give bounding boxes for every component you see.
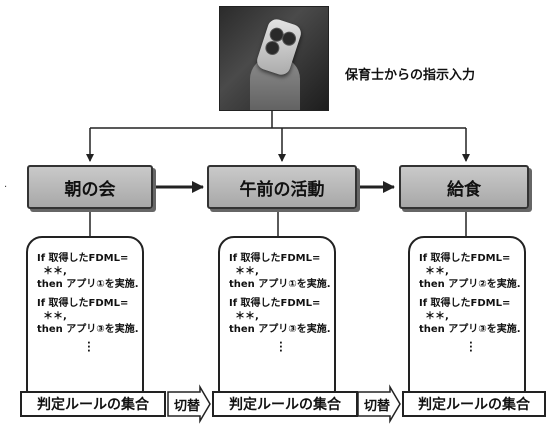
rule-then-line: then アプリ①を実施. <box>37 279 139 290</box>
more-rules-dots: ··· <box>279 338 283 357</box>
rule-set-text: 判定ルールの集合 <box>418 397 530 413</box>
switch-text: 切替 <box>173 398 200 414</box>
rule-value-line: ＊＊, <box>425 311 449 322</box>
switch-arrow-1 <box>167 384 211 424</box>
rule-then-line: then アプリ②を実施. <box>419 279 521 290</box>
remote-button-icon <box>263 39 282 57</box>
rule-box-activity: If 取得したFDML= ＊＊, then アプリ①を実施. If 取得したFD… <box>218 236 336 406</box>
rule-box-morning: If 取得したFDML= ＊＊, then アプリ①を実施. If 取得したFD… <box>26 236 144 406</box>
rule-item: If 取得したFDML= ＊＊, then アプリ③を実施. <box>229 297 334 336</box>
rule-then-line: then アプリ③を実施. <box>419 324 521 335</box>
rule-set-text: 判定ルールの集合 <box>229 397 341 413</box>
rule-if-line: If 取得したFDML= <box>229 253 321 264</box>
rule-then-line: then アプリ③を実施. <box>229 324 331 335</box>
rule-if-line: If 取得したFDML= <box>37 253 129 264</box>
stage-title: 午前の活動 <box>239 179 325 200</box>
switch-arrow-2 <box>357 384 401 424</box>
rule-value-line: ＊＊, <box>235 266 259 277</box>
more-rules-dots: ··· <box>87 338 91 357</box>
rule-item: If 取得したFDML= ＊＊, then アプリ②を実施. <box>419 252 524 291</box>
rule-value-line: ＊＊, <box>425 266 449 277</box>
switch-text: 切替 <box>363 398 390 414</box>
rule-if-line: If 取得したFDML= <box>229 298 321 309</box>
rule-item: If 取得したFDML= ＊＊, then アプリ③を実施. <box>37 297 142 336</box>
more-rules-dots: ··· <box>469 338 473 357</box>
rule-item: If 取得したFDML= ＊＊, then アプリ①を実施. <box>229 252 334 291</box>
rule-if-line: If 取得したFDML= <box>419 253 511 264</box>
stage-box-morning: 朝の会 <box>27 165 153 209</box>
rule-value-line: ＊＊, <box>43 311 67 322</box>
stage-box-activity: 午前の活動 <box>207 165 357 209</box>
instruction-input-label: 保育士からの指示入力 <box>345 68 476 83</box>
rule-set-text: 判定ルールの集合 <box>37 397 149 413</box>
edge-mark: · <box>4 182 8 193</box>
switch-label-1: 切替 <box>170 390 204 418</box>
stage-title: 朝の会 <box>64 179 116 200</box>
stage-box-lunch: 給食 <box>399 165 529 209</box>
rule-then-line: then アプリ③を実施. <box>37 324 139 335</box>
rule-set-label-activity: 判定ルールの集合 <box>212 391 358 417</box>
rule-set-label-lunch: 判定ルールの集合 <box>402 391 546 417</box>
rule-then-line: then アプリ①を実施. <box>229 279 331 290</box>
rule-if-line: If 取得したFDML= <box>37 298 129 309</box>
rule-item: If 取得したFDML= ＊＊, then アプリ③を実施. <box>419 297 524 336</box>
stage-title: 給食 <box>447 179 481 200</box>
rule-value-line: ＊＊, <box>235 311 259 322</box>
remote-control-photo <box>219 6 329 111</box>
rule-value-line: ＊＊, <box>43 266 67 277</box>
rule-box-lunch: If 取得したFDML= ＊＊, then アプリ②を実施. If 取得したFD… <box>408 236 526 406</box>
rule-if-line: If 取得したFDML= <box>419 298 511 309</box>
rule-item: If 取得したFDML= ＊＊, then アプリ①を実施. <box>37 252 142 291</box>
rule-set-label-morning: 判定ルールの集合 <box>20 391 166 417</box>
switch-label-2: 切替 <box>360 390 394 418</box>
